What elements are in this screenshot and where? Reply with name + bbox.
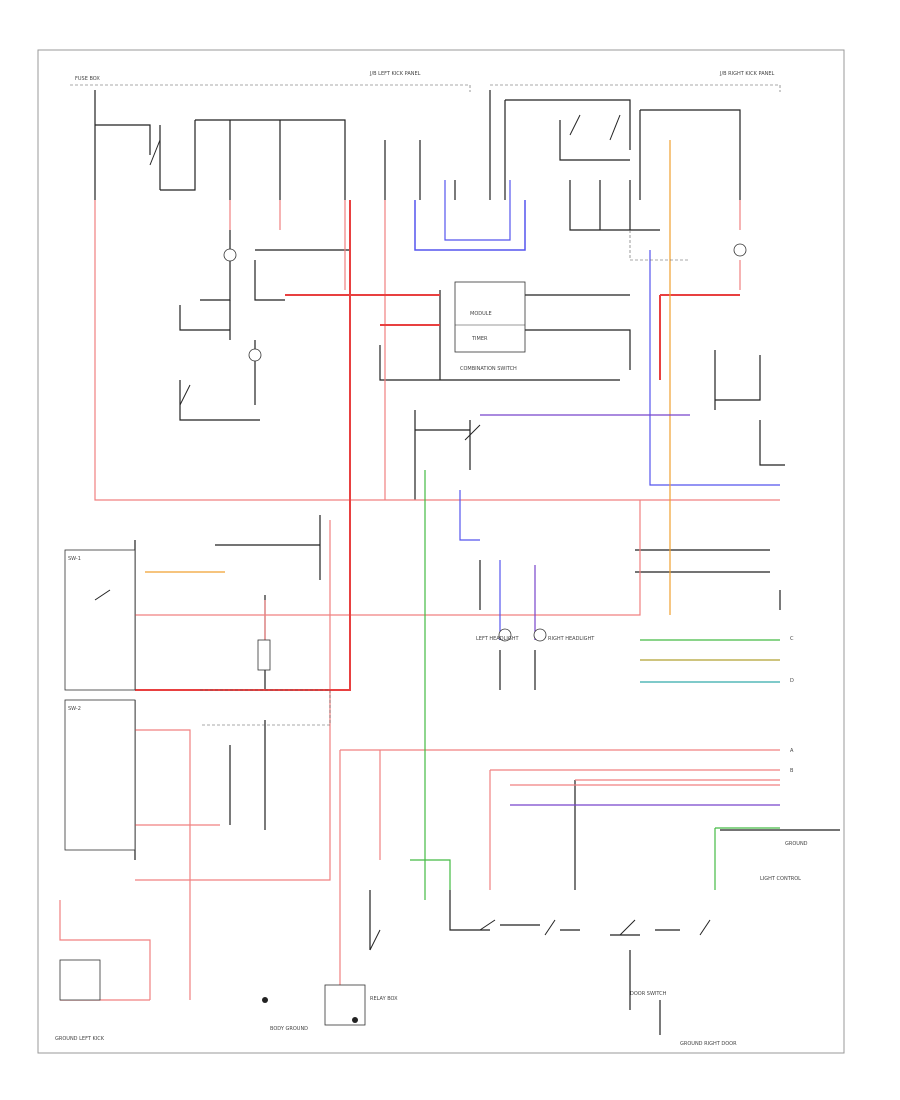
red-wires bbox=[59, 200, 780, 1001]
label-switch-lower: SW-2 bbox=[68, 706, 81, 712]
label-combination-switch: COMBINATION SWITCH bbox=[460, 366, 517, 372]
junction-box-right bbox=[490, 84, 781, 92]
label-right-headlight: RIGHT HEADLIGHT bbox=[548, 636, 595, 642]
relay-box bbox=[324, 984, 366, 1026]
fuse-element bbox=[257, 639, 271, 671]
switch-block-upper bbox=[64, 549, 136, 691]
lamp-left-upper bbox=[223, 248, 237, 262]
dashed-group-right bbox=[629, 230, 690, 261]
lamp-left-lower bbox=[498, 628, 512, 642]
ground-symbol-2 bbox=[352, 1017, 358, 1023]
switch-block-lower bbox=[64, 699, 136, 851]
label-footer-left: GROUND LEFT KICK bbox=[55, 1036, 105, 1042]
green-wires bbox=[410, 470, 780, 900]
label-door-switch: DOOR SWITCH bbox=[630, 991, 667, 997]
label-light-control: LIGHT CONTROL bbox=[760, 876, 801, 882]
label-ground: GROUND bbox=[785, 841, 808, 847]
ground-symbol-1 bbox=[262, 997, 268, 1003]
label-footer-right: GROUND RIGHT DOOR bbox=[680, 1041, 737, 1047]
label-switch-upper: SW-1 bbox=[68, 556, 81, 562]
module-box bbox=[454, 281, 526, 353]
junction-box-left bbox=[70, 84, 471, 92]
diagram-frame bbox=[37, 49, 845, 1054]
label-relay-box: RELAY BOX bbox=[370, 996, 398, 1002]
label-pos-d: D bbox=[790, 678, 794, 684]
label-junction-right: J/B RIGHT KICK PANEL bbox=[719, 71, 775, 77]
label-footer-mid: BODY GROUND bbox=[270, 1026, 308, 1032]
switch-arms bbox=[94, 114, 711, 951]
label-timer: TIMER bbox=[471, 336, 488, 342]
accent-wires bbox=[145, 140, 780, 806]
ground-connector bbox=[59, 959, 101, 1001]
lamp-mid-upper bbox=[248, 348, 262, 362]
lamp-right-upper bbox=[733, 243, 747, 257]
label-module: MODULE bbox=[470, 311, 492, 317]
label-fuse-box: FUSE BOX bbox=[75, 76, 100, 82]
red-thick-wires bbox=[135, 200, 740, 691]
lamp-right-lower bbox=[533, 628, 547, 642]
label-left-headlight: LEFT HEADLIGHT bbox=[476, 636, 519, 642]
label-pos-c: C bbox=[790, 636, 794, 642]
label-pos-a: A bbox=[790, 748, 794, 754]
label-pos-b: B bbox=[790, 768, 794, 774]
blue-wires bbox=[414, 180, 780, 640]
label-junction-left: J/B LEFT KICK PANEL bbox=[369, 71, 421, 77]
black-wires bbox=[94, 90, 840, 1035]
dashed-group-mid bbox=[200, 689, 331, 726]
